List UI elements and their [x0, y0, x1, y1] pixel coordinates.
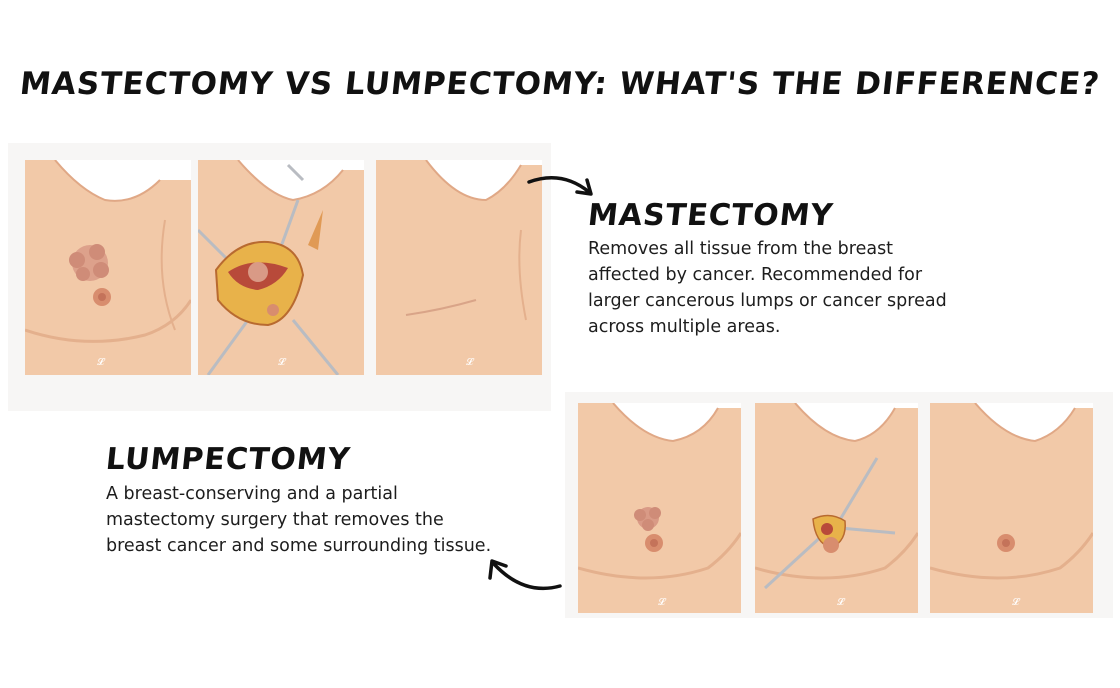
mastectomy-step-1-illustration: 𝓛 [25, 160, 191, 375]
lumpectomy-step-1-illustration: 𝓛 [578, 403, 741, 613]
signature-icon: 𝓛 [97, 356, 106, 368]
svg-text:𝓛: 𝓛 [466, 356, 475, 368]
mastectomy-step-2-illustration: 𝓛 [198, 160, 364, 375]
lumpectomy-description: A breast-conserving and a partial mastec… [106, 481, 491, 559]
svg-text:𝓛: 𝓛 [1012, 596, 1021, 608]
curved-arrow-right-icon [527, 168, 599, 209]
lumpectomy-line-2: mastectomy surgery that removes the [106, 510, 444, 530]
mastectomy-line-2: affected by cancer. Recommended for [588, 265, 923, 285]
page-title: MASTECTOMY VS LUMPECTOMY: WHAT'S THE DIF… [18, 66, 1102, 102]
svg-text:𝓛: 𝓛 [837, 596, 846, 608]
lumpectomy-step-3-illustration: 𝓛 [930, 403, 1093, 613]
mastectomy-line-1: Removes all tissue from the breast [588, 239, 894, 259]
lumpectomy-heading: LUMPECTOMY [104, 442, 353, 477]
lumpectomy-step-2-illustration: 𝓛 [755, 403, 918, 613]
mastectomy-description: Removes all tissue from the breast affec… [588, 236, 947, 340]
curved-arrow-left-icon [484, 556, 564, 601]
svg-text:𝓛: 𝓛 [278, 356, 287, 368]
lumpectomy-line-3: breast cancer and some surrounding tissu… [106, 536, 492, 556]
mastectomy-line-4: across multiple areas. [588, 317, 781, 337]
mastectomy-heading: MASTECTOMY [586, 198, 836, 233]
mastectomy-line-3: larger cancerous lumps or cancer spread [588, 291, 947, 311]
mastectomy-step-3-illustration: 𝓛 [376, 160, 542, 375]
svg-text:𝓛: 𝓛 [658, 596, 667, 608]
lumpectomy-line-1: A breast-conserving and a partial [106, 484, 398, 504]
